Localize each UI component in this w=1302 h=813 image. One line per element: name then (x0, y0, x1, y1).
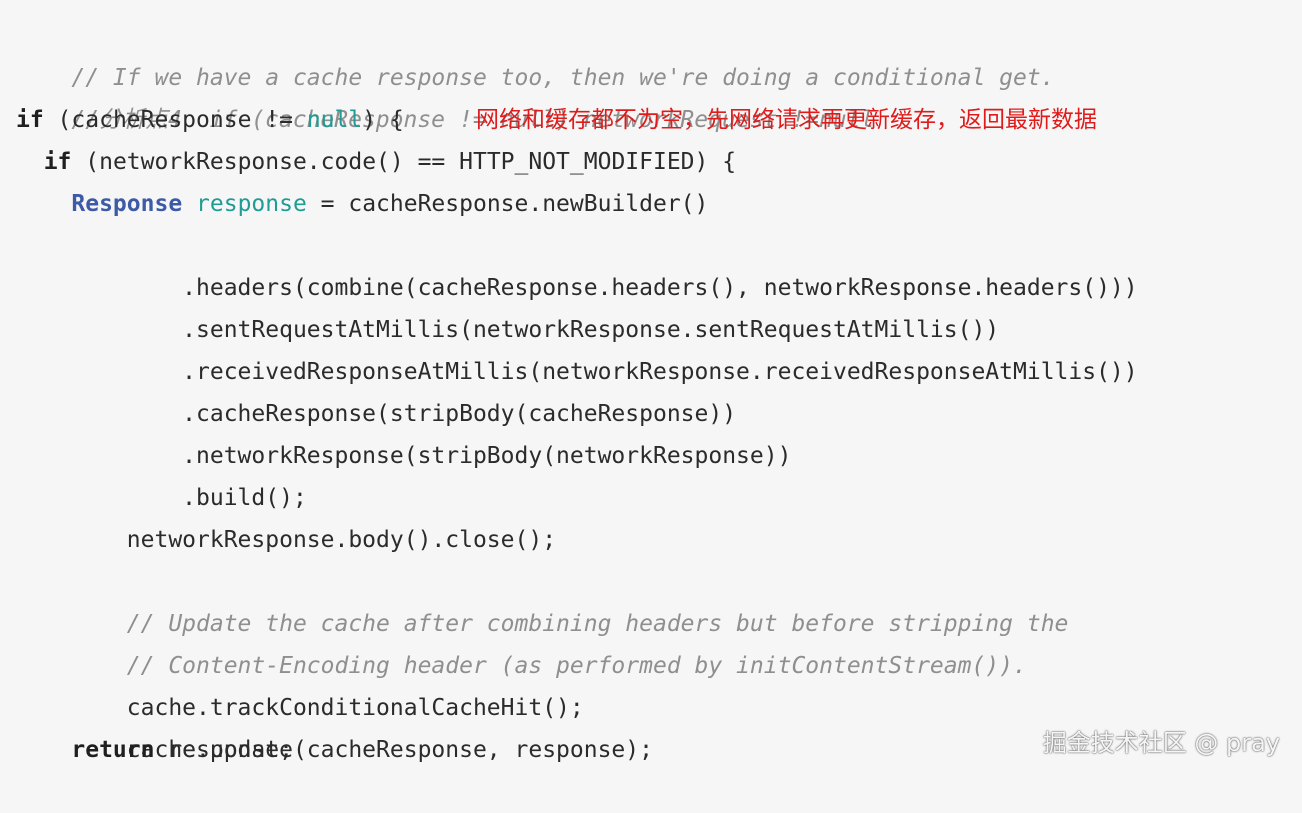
code-line-6: .headers(combine(cacheResponse.headers()… (16, 225, 1137, 301)
keyword-if: if (43, 149, 72, 175)
code-text: .build(); (71, 485, 307, 511)
variable-response: response (196, 191, 307, 217)
code-text: (networkResponse.code() == HTTP_NOT_MODI… (71, 149, 737, 175)
code-line-12: networkResponse.body().close(); (16, 477, 556, 553)
code-line-13 (16, 519, 71, 561)
watermark-text: 掘金技术社区 @ pray (1042, 729, 1280, 757)
indent (16, 737, 71, 763)
code-text: .sentRequestAtMillis(networkResponse.sen… (71, 317, 1000, 343)
indent (16, 191, 71, 217)
code-text: cache.trackConditionalCacheHit(); (71, 695, 584, 721)
indent (16, 149, 44, 175)
code-text: cache.update(cacheResponse, response); (71, 737, 653, 763)
code-line-16: cache.trackConditionalCacheHit(); (16, 645, 584, 721)
code-line-14: // Update the cache after combining head… (16, 561, 1069, 637)
code-line-9: .cacheResponse(stripBody(cacheResponse)) (16, 351, 736, 427)
code-line-11: .build(); (16, 435, 307, 511)
code-text: .receivedResponseAtMillis(networkRespons… (71, 359, 1138, 385)
code-line-3: if (cacheResponse != null) { (16, 99, 404, 141)
code-text: ) { (362, 107, 404, 133)
code-line-8: .receivedResponseAtMillis(networkRespons… (16, 309, 1137, 385)
keyword-if: if (16, 107, 44, 133)
code-line-18: return response; (16, 729, 293, 771)
comment-text: //分析点4 if (cacheResponse != null) networ… (71, 107, 875, 133)
code-line-5: Response response = cacheResponse.newBui… (16, 183, 708, 225)
code-line-1: // If we have a cache response too, then… (16, 15, 1054, 91)
keyword-null: null (306, 107, 363, 133)
comment-text: // If we have a cache response too, then… (71, 65, 1055, 91)
code-line-10: .networkResponse(stripBody(networkRespon… (16, 393, 791, 469)
keyword-return: return (71, 737, 155, 763)
type-response: Response (71, 191, 183, 217)
space (182, 191, 196, 217)
code-text: = cacheResponse.newBuilder() (306, 191, 709, 217)
comment-text: // Content-Encoding header (as performed… (71, 653, 1027, 679)
code-line-17: cache.update(cacheResponse, response); (16, 687, 653, 763)
code-line-4: if (networkResponse.code() == HTTP_NOT_M… (16, 141, 736, 183)
code-editor: // If we have a cache response too, then… (16, 15, 1280, 771)
code-text: .networkResponse(stripBody(networkRespon… (71, 443, 792, 469)
annotation-note: 网络和缓存都不为空，先网络请求再更新缓存，返回最新数据 (476, 107, 1097, 133)
code-text: networkResponse.body().close(); (71, 527, 557, 553)
code-text: (cacheResponse != (43, 107, 307, 133)
comment-text: // Update the cache after combining head… (71, 611, 1069, 637)
code-text: response; (154, 737, 293, 763)
code-text: .cacheResponse(stripBody(cacheResponse)) (71, 401, 737, 427)
code-line-2: //分析点4 if (cacheResponse != null) networ… (16, 57, 874, 133)
code-line-15: // Content-Encoding header (as performed… (16, 603, 1027, 679)
code-line-7: .sentRequestAtMillis(networkResponse.sen… (16, 267, 999, 343)
code-text: .headers(combine(cacheResponse.headers()… (71, 275, 1138, 301)
